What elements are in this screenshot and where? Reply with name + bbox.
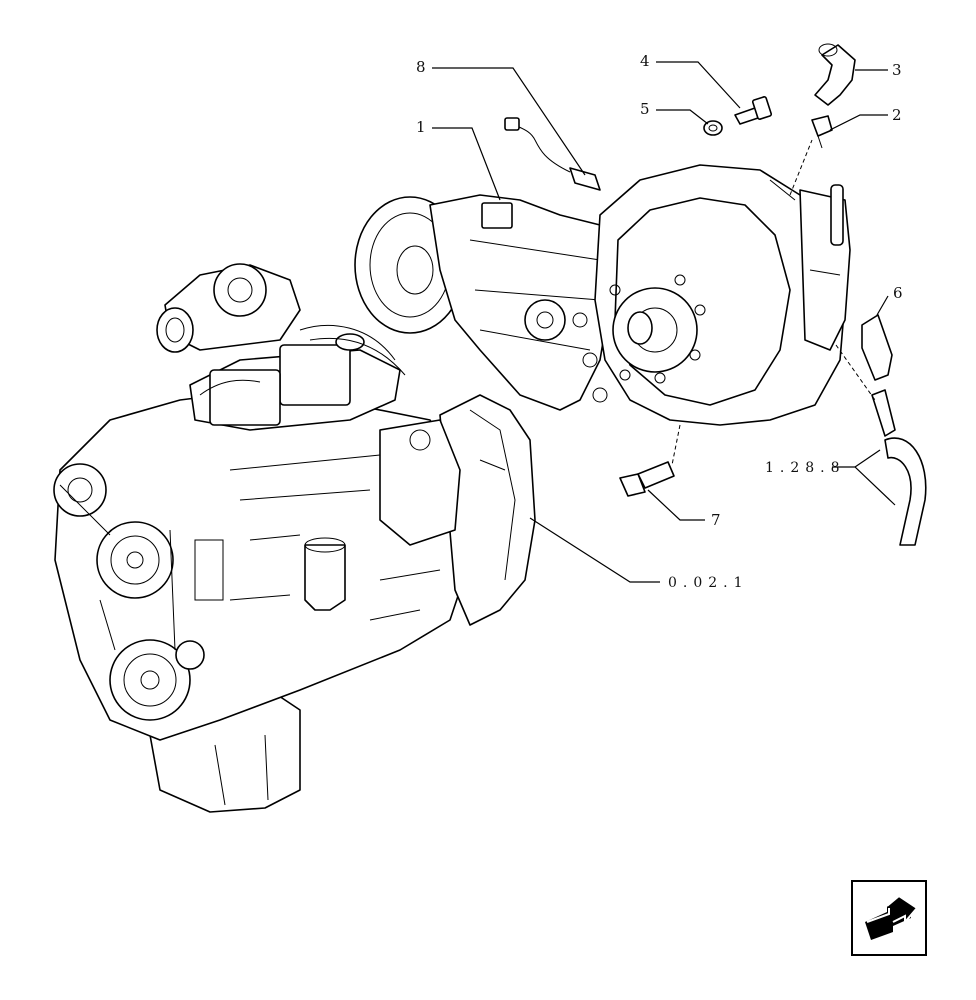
callout-8: 8 xyxy=(416,58,429,76)
callout-5: 5 xyxy=(640,100,653,118)
callout-4: 4 xyxy=(640,52,653,70)
callout-3: 3 xyxy=(892,61,905,79)
part-7-screw xyxy=(619,461,675,497)
transmission-assembly xyxy=(354,164,851,426)
callout-6: 6 xyxy=(893,284,906,302)
part-6-sender xyxy=(861,314,893,381)
callout-2: 2 xyxy=(892,106,905,124)
part-3-elbow-fitting xyxy=(814,43,856,106)
callout-7: 7 xyxy=(711,511,724,529)
part-8-sensor xyxy=(504,117,601,191)
part-2-adapter xyxy=(811,115,833,149)
reference-0-02-1[interactable]: 0.02.1 xyxy=(668,575,749,591)
engine-assembly xyxy=(53,263,536,813)
return-button[interactable] xyxy=(851,880,927,956)
hose-1-28-8 xyxy=(871,389,927,546)
return-arrow-icon xyxy=(865,894,919,940)
callout-1: 1 xyxy=(416,118,429,136)
part-4-bolt xyxy=(734,96,773,125)
reference-1-28-8[interactable]: 1.28.8 xyxy=(765,460,846,476)
part-5-washer xyxy=(703,120,723,136)
leader-lines xyxy=(432,61,896,583)
